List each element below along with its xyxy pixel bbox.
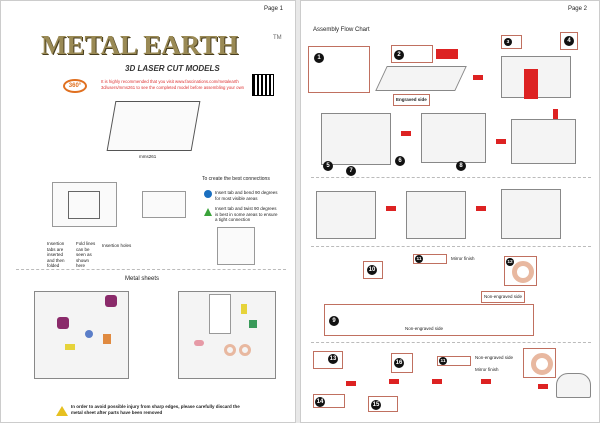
step-5-marker: 5 bbox=[323, 161, 333, 171]
step-8-marker: 8 bbox=[456, 161, 466, 171]
step-1-box: 1 bbox=[308, 46, 370, 93]
step-row3-c bbox=[501, 189, 561, 239]
flow-chart-title: Assembly Flow Chart bbox=[313, 27, 370, 33]
final-assembly bbox=[556, 373, 591, 398]
divider bbox=[311, 177, 591, 178]
flow-arrow bbox=[496, 139, 506, 144]
page-1: Page 1 METAL EARTH TM 3D LASER CUT MODEL… bbox=[0, 0, 296, 423]
warning-icon bbox=[56, 406, 68, 416]
step-2-assembly bbox=[375, 66, 467, 91]
trademark: TM bbox=[273, 35, 282, 41]
step-16-box: 16 bbox=[391, 353, 413, 373]
qr-code[interactable] bbox=[252, 74, 274, 96]
step-9-box: 9 bbox=[324, 304, 534, 336]
non-engraved-side-label-3: Non-engraved side bbox=[475, 355, 514, 360]
step-5-assembly bbox=[321, 113, 391, 165]
step-10-box: 10 bbox=[363, 261, 383, 279]
legend-insertion-tabs: Insertion tabs are inserted and then fol… bbox=[47, 241, 65, 268]
twist-diagram bbox=[217, 227, 255, 265]
non-engraved-side-label: Non-engraved side bbox=[481, 291, 526, 303]
bend-instruction: Insert tab and bend 90 degrees for most … bbox=[215, 190, 278, 201]
divider bbox=[311, 246, 591, 247]
step-row3-b bbox=[406, 191, 466, 239]
flow-arrow bbox=[346, 381, 356, 386]
model-illustration bbox=[106, 101, 201, 151]
flow-arrow bbox=[432, 379, 442, 384]
step-4-box: 4 bbox=[560, 32, 578, 50]
divider bbox=[311, 342, 591, 343]
step-13-box: 13 bbox=[313, 351, 343, 369]
legend-fold-lines: Fold lines can be seen as shown here bbox=[76, 241, 96, 268]
flow-arrow bbox=[473, 75, 483, 80]
tab-fold-diagram bbox=[52, 182, 117, 227]
engraved-side-label: Engraved side bbox=[393, 94, 430, 106]
step-15-box: 15 bbox=[368, 396, 398, 412]
brand-subtitle: 3D LASER CUT MODELS bbox=[125, 64, 220, 73]
parts-removal-diagram bbox=[142, 191, 186, 218]
flow-arrow bbox=[481, 379, 491, 384]
metal-sheet-1 bbox=[34, 291, 129, 379]
twist-instruction: Insert tab and twist 90 degrees is best … bbox=[215, 206, 278, 222]
divider bbox=[16, 269, 286, 270]
mirror-finish-label: Mirror finish bbox=[451, 256, 475, 261]
red-part-highlight bbox=[436, 49, 458, 59]
step-row3-a bbox=[316, 191, 376, 239]
step-11b-box: 11 bbox=[437, 356, 471, 366]
mirror-finish-label-2: Mirror finish bbox=[475, 367, 499, 372]
flow-arrow bbox=[553, 109, 558, 119]
flow-arrow bbox=[389, 379, 399, 384]
step-3-box: 3 bbox=[501, 35, 522, 49]
flow-arrow bbox=[476, 206, 486, 211]
model-code: mms261 bbox=[139, 154, 157, 159]
flow-arrow bbox=[386, 206, 396, 211]
recommendation-text[interactable]: It is highly recommended that you visit … bbox=[101, 79, 245, 90]
step-12-box: 12 bbox=[504, 256, 537, 286]
step-3-assembly bbox=[501, 56, 571, 99]
page-number: Page 1 bbox=[263, 6, 283, 12]
step-11-box: 11 bbox=[413, 254, 447, 264]
step-2-box: 2 bbox=[391, 45, 433, 63]
flow-arrow bbox=[401, 131, 411, 136]
brand-logo: METAL EARTH bbox=[41, 30, 239, 60]
connections-title: To create the best connections bbox=[202, 176, 270, 182]
step-7-marker: 7 bbox=[346, 166, 356, 176]
step-6-assembly bbox=[421, 113, 486, 163]
step-6-marker: 6 bbox=[395, 156, 405, 166]
step-12b-box bbox=[523, 348, 556, 378]
bend-marker-icon bbox=[204, 190, 212, 198]
legend-insertion-holes: Insertion holes bbox=[102, 243, 132, 248]
metal-sheets-title: Metal sheets bbox=[125, 276, 160, 282]
non-engraved-side-label-2: Non-engraved side bbox=[405, 326, 444, 331]
step-7-assembly bbox=[511, 119, 576, 164]
warning-text: In order to avoid possible injury from s… bbox=[71, 404, 240, 415]
step-14-box: 14 bbox=[313, 394, 345, 408]
page-number: Page 2 bbox=[567, 6, 587, 12]
flow-arrow bbox=[538, 384, 548, 389]
metal-sheet-2 bbox=[178, 291, 276, 379]
view-360-icon: 360° bbox=[63, 79, 87, 93]
twist-marker-icon bbox=[204, 208, 212, 216]
page-2: Page 2 Assembly Flow Chart 1 2 Engraved … bbox=[300, 0, 600, 423]
